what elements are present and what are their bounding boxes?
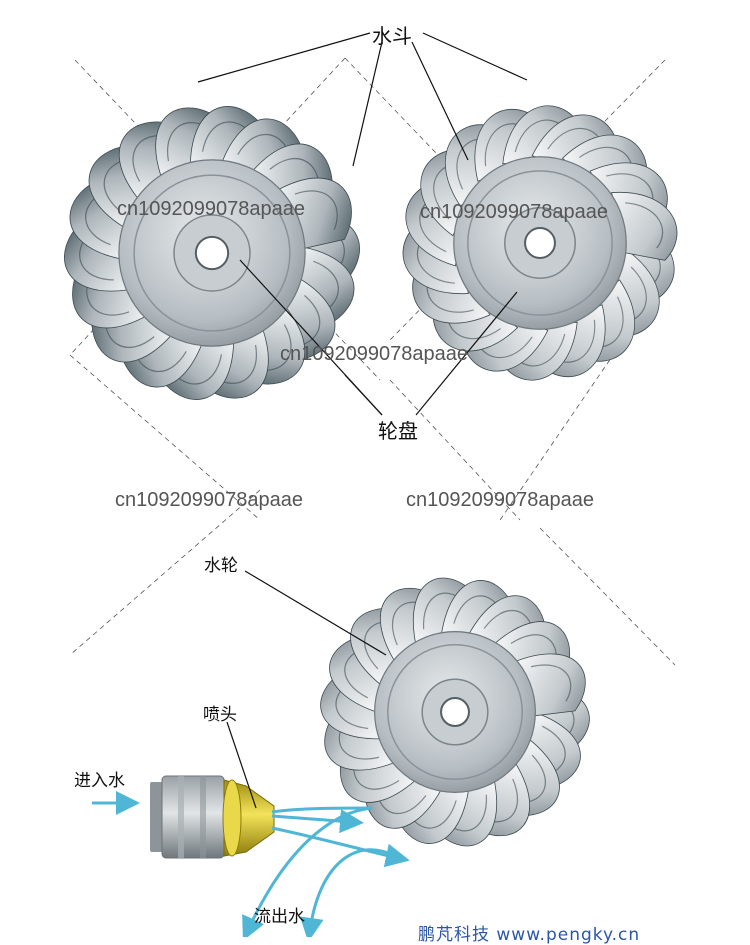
watermark-3: cn1092099078apaae [280, 343, 468, 365]
bucket-icon [611, 192, 678, 261]
runner-with-nozzle-view [320, 577, 590, 847]
watermark-5: cn1092099078apaae [406, 489, 594, 511]
runner-oblique-view [402, 105, 678, 381]
watermark-2: cn1092099078apaae [420, 201, 608, 223]
shaft-hole-icon [440, 697, 470, 727]
label-disc: 轮盘 [378, 419, 418, 443]
label-runner: 水轮 [204, 556, 238, 576]
nozzle-assembly [150, 775, 275, 859]
shaft-hole-icon [194, 235, 230, 271]
label-water-out: 流出水 [254, 907, 305, 927]
watermark-4: cn1092099078apaae [115, 489, 303, 511]
label-nozzle: 喷头 [203, 705, 237, 725]
label-bucket: 水斗 [372, 24, 412, 48]
runner-front-view [64, 106, 360, 400]
leader-lines [197, 32, 528, 809]
brand-watermark: 鹏芃科技 www.pengky.cn [418, 925, 641, 945]
shaft-hole-icon [524, 227, 556, 259]
label-water-in: 进入水 [74, 771, 125, 791]
water-flow-arrows [92, 791, 410, 937]
watermark-1: cn1092099078apaae [117, 198, 305, 220]
